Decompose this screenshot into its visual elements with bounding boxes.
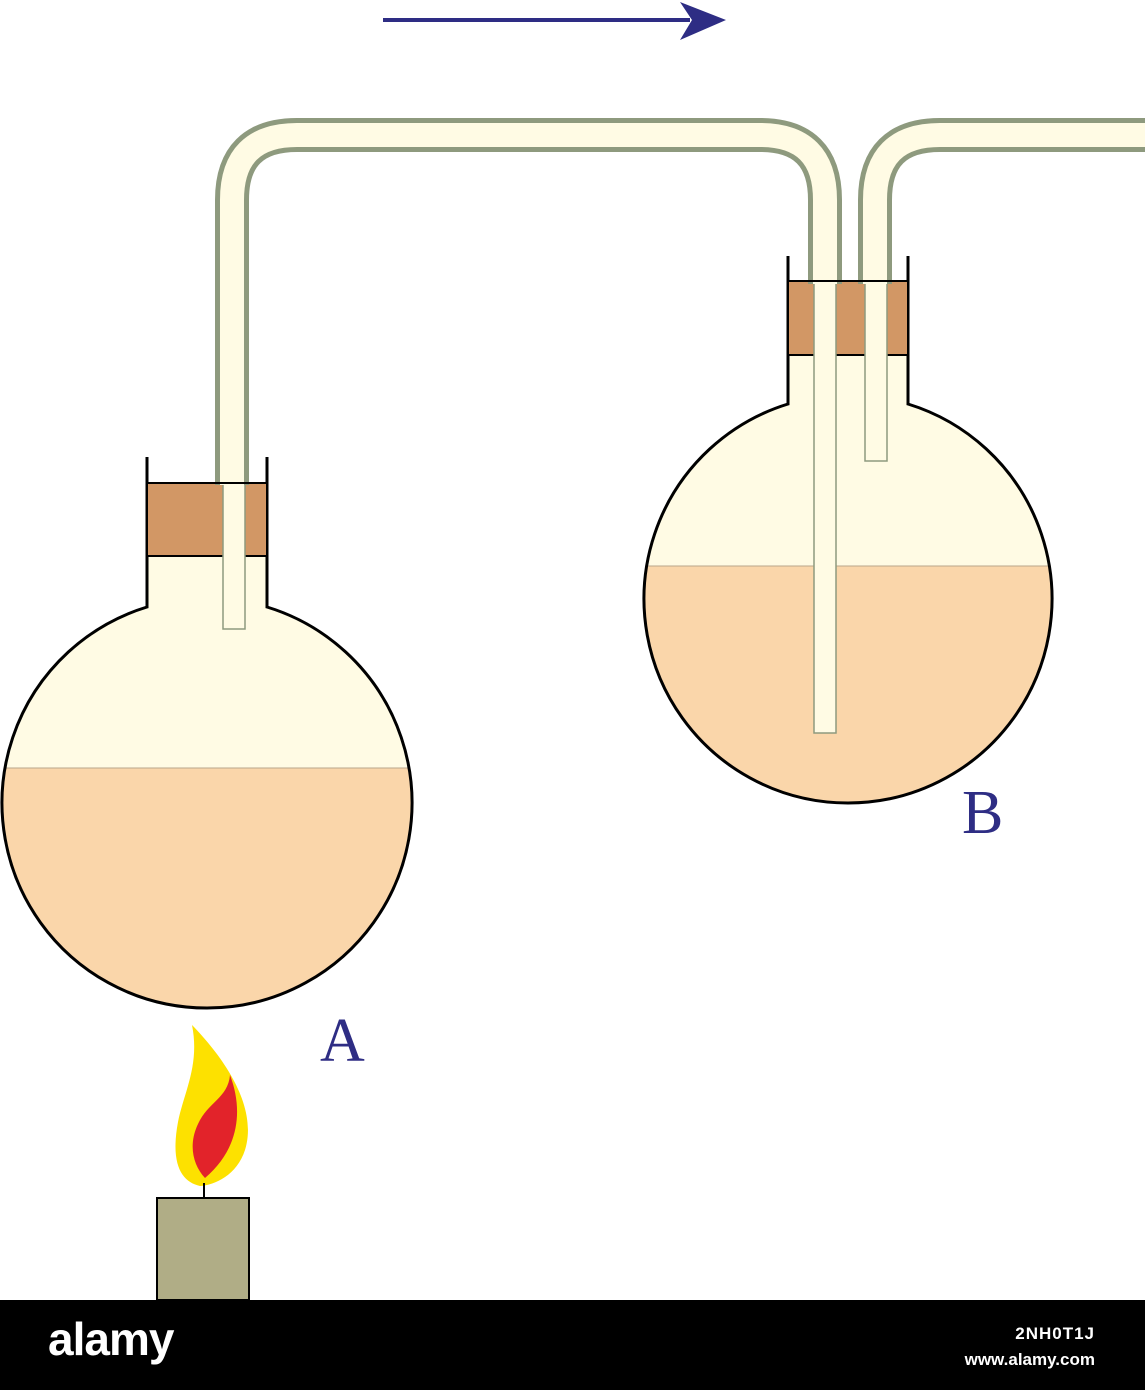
flask-a [0,457,414,1010]
watermark-logo: alamy [48,1313,174,1365]
flame-icon [175,1025,248,1198]
arrow-right-icon [383,2,726,40]
watermark-image-id: 2NH0T1J [1015,1324,1095,1343]
delivery-tube [147,118,1145,485]
watermark-url: www.alamy.com [964,1350,1095,1369]
flask-a-stopper [146,482,268,557]
flask-a-label: A [320,1007,365,1075]
burner-body [156,1197,250,1300]
flask-b-liquid [644,566,1052,804]
flask-b-label: B [962,779,1004,847]
watermark-footer: alamy 2NH0T1J www.alamy.com [0,1300,1145,1390]
flask-b [642,256,1054,805]
flask-a-liquid [2,768,412,1007]
flask-b-stopper [787,280,909,356]
distillation-apparatus-diagram [0,2,1145,1300]
